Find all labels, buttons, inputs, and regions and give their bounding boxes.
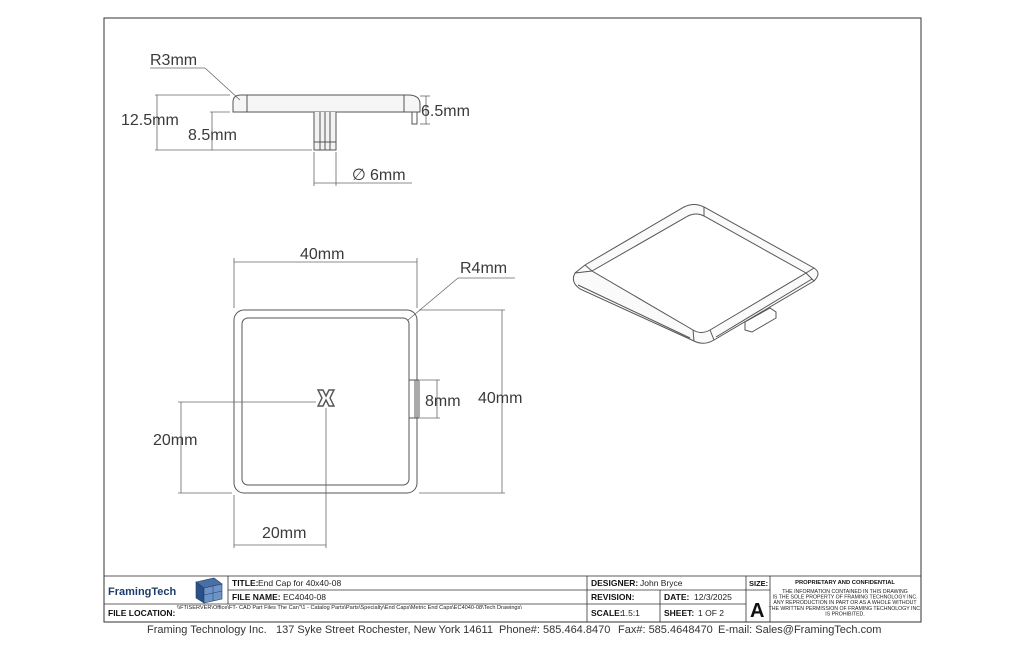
revision-label: REVISION:: [591, 592, 635, 602]
footer-street: 137 Syke Street: [276, 624, 355, 636]
dim-20-vertical: 20mm: [153, 432, 197, 449]
dim-8-5: 8.5mm: [188, 127, 237, 144]
proprietary-line: THE WRITTEN PERMISSION OF FRAMING TECHNO…: [769, 606, 922, 612]
dim-height-40: 40mm: [478, 390, 522, 407]
scale-label: SCALE:: [591, 608, 623, 618]
file-location-box: \\FTISERVER\Office\FT- CAD Part Files Th…: [177, 605, 522, 611]
side-view: [232, 94, 421, 151]
scale-value: 1.5:1: [621, 608, 640, 618]
sheet-value: 1 OF 2: [698, 608, 724, 618]
dim-width-40: 40mm: [300, 246, 344, 263]
title-block: [103, 575, 922, 623]
footer-phone: Phone#: 585.464.8470: [499, 624, 611, 636]
proprietary-line: THE INFORMATION CONTAINED IN THIS DRAWIN…: [782, 589, 907, 595]
dim-20-horizontal: 20mm: [262, 525, 306, 542]
side-view-dimensions: [150, 67, 430, 186]
file-location-value: \\FTISERVER\Office\FT- CAD Part Files Th…: [177, 605, 522, 611]
logo-cube-icon: [195, 577, 223, 604]
size-value: A: [750, 600, 764, 622]
front-view-dimensions: [178, 258, 515, 548]
proprietary-line: ANY REPRODUCTION IN PART OR AS A WHOLE W…: [773, 600, 917, 606]
designer-value: John Bryce: [640, 578, 683, 588]
dim-6mm: 6mm: [370, 167, 406, 184]
proprietary-line: IS THE SOLE PROPERTY OF FRAMING TECHNOLO…: [772, 595, 917, 601]
footer-email: E-mail: Sales@FramingTech.com: [718, 624, 882, 636]
file-location-label: FILE LOCATION:: [108, 608, 176, 618]
sheet-border: [103, 17, 922, 623]
footer-fax: Fax#: 585.4648470: [618, 624, 713, 636]
date-label: DATE:: [664, 592, 690, 602]
title-value: End Cap for 40x40-08: [258, 578, 341, 588]
diameter-symbol: ∅: [352, 167, 366, 184]
dim-6-5: 6.5mm: [421, 103, 470, 120]
dim-r3: R3mm: [150, 52, 197, 69]
proprietary-line: IS PROHIBITED.: [825, 611, 865, 617]
sheet-label: SHEET:: [664, 608, 694, 618]
title-label: TITLE:: [232, 578, 259, 588]
designer-label: DESIGNER:: [591, 578, 638, 588]
front-view: [233, 309, 420, 494]
proprietary-title: PROPRIETARY AND CONFIDENTIAL: [795, 580, 895, 586]
file-name-label: FILE NAME:: [232, 592, 281, 602]
isometric-view: [572, 204, 819, 344]
footer-city: Rochester, New York 14611: [358, 624, 493, 636]
proprietary-notice: THE INFORMATION CONTAINED IN THIS DRAWIN…: [769, 589, 922, 617]
dim-12-5: 12.5mm: [121, 112, 179, 129]
dim-r4: R4mm: [460, 260, 507, 277]
footer-company: Framing Technology Inc.: [147, 624, 267, 636]
date-value: 12/3/2025: [694, 592, 732, 602]
size-label: SIZE:: [749, 579, 768, 588]
logo-text: FramingTech: [108, 586, 177, 598]
footer: Framing Technology Inc. 137 Syke Street …: [0, 622, 1024, 640]
dim-8mm: 8mm: [425, 393, 461, 410]
framingtech-logo: FramingTech: [108, 577, 223, 604]
file-name-value: EC4040-08: [283, 592, 326, 602]
